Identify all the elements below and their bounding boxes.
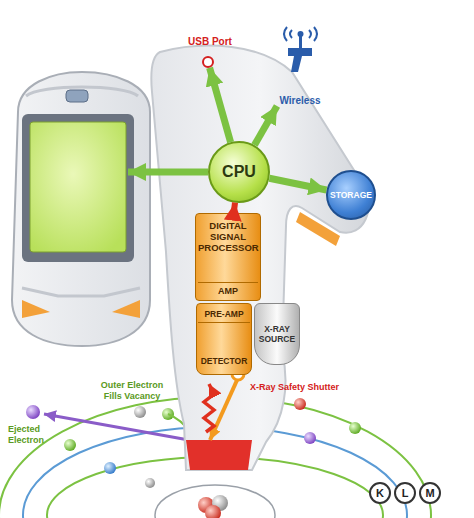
l-orbit [23, 427, 407, 518]
usb-port: USB Port [202, 56, 214, 68]
vacancy-label: Outer Electron Fills Vacancy [92, 380, 172, 402]
wireless-icon-part [298, 31, 304, 37]
node-text: DETECTOR [198, 356, 250, 366]
shell-letter: L [394, 482, 416, 504]
electron [134, 406, 146, 418]
node-text: X-RAY SOURCE [257, 324, 297, 344]
analyzer-body [151, 46, 368, 470]
nucleus [198, 495, 228, 518]
wireless-module: Wireless [272, 26, 328, 106]
node-text: M [425, 487, 434, 499]
data-flow-arrow [255, 106, 278, 145]
body-outline [151, 46, 368, 470]
wireless-icon-part [284, 27, 287, 41]
node-text: DIGITAL SIGNAL PROCESSOR [198, 220, 258, 253]
shell-letter: M [419, 482, 441, 504]
ejected-electron [26, 405, 40, 419]
node-text: Wireless [272, 95, 328, 106]
wireless-icon [272, 26, 328, 74]
display-housing [12, 72, 150, 346]
storage-circle: STORAGE [326, 170, 376, 220]
fluorescence-ray [204, 384, 214, 432]
accent-button [22, 300, 50, 318]
data-flow-arrow [234, 203, 235, 213]
trigger-accent [296, 212, 340, 246]
accent-button [112, 300, 140, 318]
node-text: AMP [198, 282, 258, 296]
dsp-box: DIGITAL SIGNAL PROCESSOR AMP [195, 213, 261, 301]
housing-seam [22, 288, 140, 296]
screen-bezel [22, 114, 134, 262]
electron [304, 432, 316, 444]
node-text: PRE-AMP [198, 309, 250, 323]
electron [145, 478, 155, 488]
wireless-icon-part [309, 30, 311, 38]
power-button [66, 90, 88, 102]
display-arrow [128, 169, 208, 176]
data-flow-arrow [210, 68, 231, 142]
electron [294, 398, 306, 410]
inner-orbit [155, 485, 275, 518]
wireless-icon-part [290, 30, 292, 38]
shell-letter: K [369, 482, 391, 504]
node-text: CPU [222, 163, 256, 181]
proton [205, 505, 221, 518]
node-text: L [402, 487, 409, 499]
data-flow-arrow [269, 178, 326, 190]
nose-window [186, 440, 252, 470]
node-text: STORAGE [330, 190, 372, 200]
detector-box: PRE-AMP DETECTOR [196, 303, 252, 375]
ejection-arrow [44, 414, 200, 442]
electron [104, 462, 116, 474]
electron [64, 439, 76, 451]
wireless-icon-part [314, 27, 317, 41]
shutter-label: X-Ray Safety Shutter [250, 382, 340, 393]
electron [349, 422, 361, 434]
ejected-label: Ejected Electron [8, 424, 68, 446]
xray-source-box: X-RAY SOURCE [254, 303, 300, 365]
node-text: K [376, 487, 384, 499]
wireless-icon-part [288, 48, 312, 72]
node-text: USB Port [170, 36, 250, 47]
cpu-circle: CPU [208, 141, 270, 203]
display-unit [12, 72, 150, 346]
screen [30, 122, 126, 252]
